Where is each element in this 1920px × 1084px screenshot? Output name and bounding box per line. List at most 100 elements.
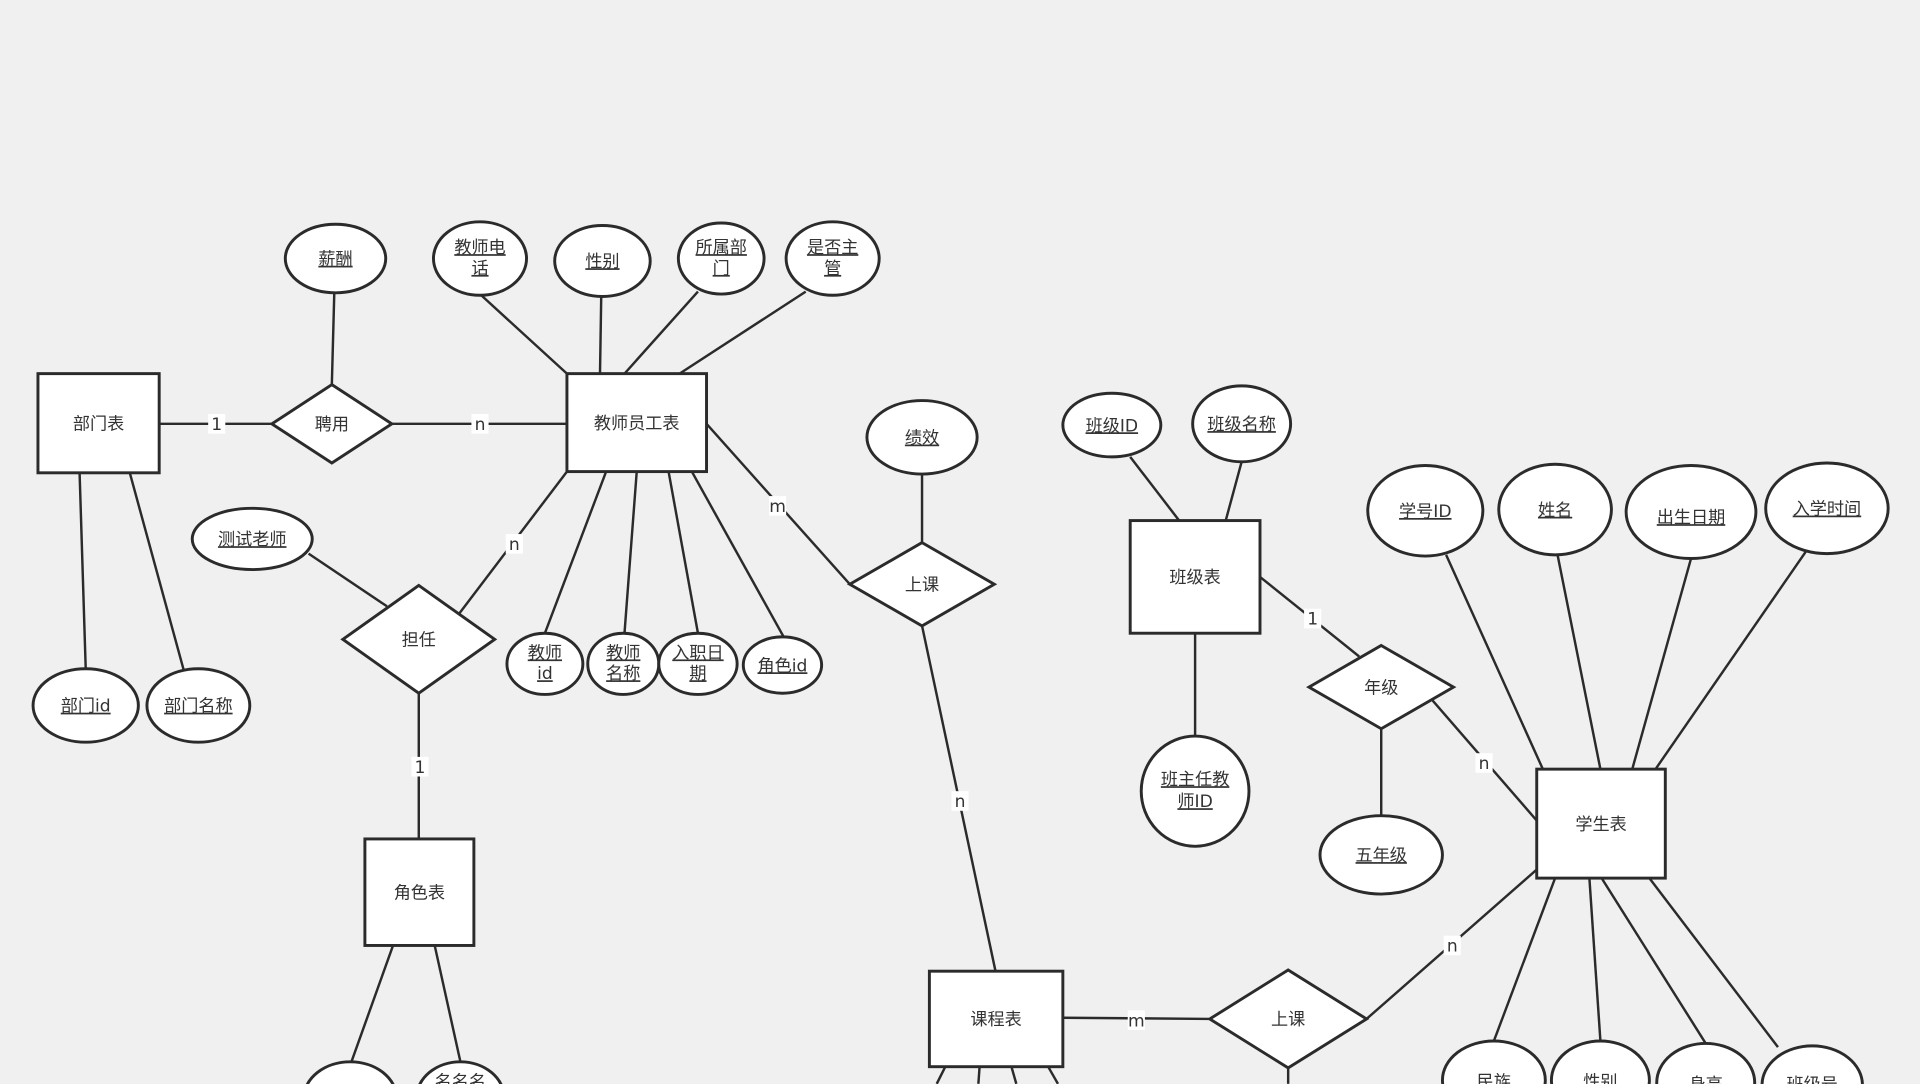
attr-ellipse bbox=[553, 223, 652, 298]
connector-line bbox=[623, 290, 699, 375]
attr-label: 测试老师 bbox=[218, 530, 287, 550]
connector-line bbox=[977, 1066, 981, 1084]
relation-serve[interactable]: 担任 bbox=[340, 583, 498, 696]
attr-class-id[interactable]: 班级ID bbox=[1061, 391, 1163, 459]
cardinality-bg bbox=[471, 414, 489, 434]
connector-line bbox=[1224, 461, 1243, 521]
entity-label: 班级表 bbox=[1169, 568, 1220, 588]
attr-t-gender[interactable]: 性别 bbox=[553, 223, 652, 298]
connector-line bbox=[128, 472, 185, 671]
cardinality-bg bbox=[1304, 608, 1322, 629]
attr-s-enroll[interactable]: 入学时间 bbox=[1764, 461, 1890, 556]
relation-grade[interactable]: 年级 bbox=[1306, 643, 1457, 731]
attr-dept-name[interactable]: 部门名称 bbox=[145, 667, 252, 744]
attr-test-teacher[interactable]: 测试老师 bbox=[190, 506, 314, 572]
attr-grade5[interactable]: 五年级 bbox=[1318, 814, 1444, 896]
entity-dept[interactable]: 部门表 bbox=[36, 372, 161, 475]
entity-box bbox=[36, 372, 161, 475]
entity-box bbox=[363, 837, 476, 947]
connector-line bbox=[433, 945, 462, 1063]
relation-diamond bbox=[340, 583, 498, 696]
attr-s-gender[interactable]: 性别 bbox=[1549, 1039, 1651, 1084]
attr-ellipse bbox=[283, 222, 388, 295]
attr-s-nation[interactable]: 民族 bbox=[1440, 1039, 1547, 1084]
attr-ellipse bbox=[1061, 391, 1163, 459]
attr-ellipse bbox=[1440, 1039, 1547, 1084]
attr-dept-id[interactable]: 部门id bbox=[31, 667, 140, 744]
relation-label: 担任 bbox=[402, 631, 436, 651]
attr-ellipse bbox=[505, 631, 585, 696]
entity-role[interactable]: 角色表 bbox=[363, 837, 476, 947]
entity-label: 课程表 bbox=[970, 1010, 1021, 1030]
entity-teacher[interactable]: 教师员工表 bbox=[565, 372, 709, 474]
attr-label: 名称 bbox=[606, 664, 640, 684]
card-serve-teacher: n bbox=[509, 535, 520, 555]
connector-line bbox=[598, 296, 603, 374]
connector-line bbox=[350, 945, 395, 1063]
attr-ellipse bbox=[418, 1060, 503, 1084]
attr-label: 部门名称 bbox=[164, 697, 233, 717]
attr-label: 班级ID bbox=[1086, 416, 1139, 436]
relation-diamond bbox=[1207, 968, 1370, 1070]
attr-role-attr2[interactable]: 名名名 bbox=[416, 1060, 504, 1084]
attr-label: 身高 bbox=[1689, 1075, 1723, 1084]
entity-student[interactable]: 学生表 bbox=[1535, 767, 1667, 880]
connector-line bbox=[1010, 1066, 1018, 1084]
connector-line bbox=[1588, 878, 1602, 1042]
connector-line bbox=[1129, 456, 1181, 522]
attr-label: 部门id bbox=[61, 697, 111, 717]
attr-s-height[interactable]: 身高 bbox=[1655, 1041, 1757, 1084]
attr-label: 学号ID bbox=[1399, 502, 1452, 522]
attr-class-name[interactable]: 班级名称 bbox=[1191, 384, 1293, 464]
attr-ellipse bbox=[1624, 464, 1758, 560]
attr-s-id[interactable]: 学号ID bbox=[1366, 464, 1485, 558]
relation-teach1[interactable]: 上课 bbox=[846, 540, 998, 628]
attr-label: 教师 bbox=[528, 643, 562, 663]
attr-salary[interactable]: 薪酬 bbox=[283, 222, 388, 295]
entity-course[interactable]: 课程表 bbox=[927, 969, 1065, 1069]
cardinality-bg bbox=[411, 756, 429, 777]
attr-s-birth[interactable]: 出生日期 bbox=[1624, 464, 1758, 560]
attr-s-name[interactable]: 姓名 bbox=[1497, 462, 1613, 557]
attr-ellipse bbox=[1366, 464, 1485, 558]
attr-role-attr1[interactable] bbox=[304, 1060, 397, 1084]
entity-box bbox=[927, 969, 1065, 1069]
card-grade-student: n bbox=[1479, 754, 1490, 774]
attr-label: 绩效 bbox=[905, 429, 939, 449]
attr-label: 性别 bbox=[1583, 1073, 1617, 1084]
attr-s-class[interactable]: 班级号 bbox=[1760, 1044, 1864, 1084]
attr-label: 五年级 bbox=[1356, 846, 1407, 866]
attr-label: 入职日 bbox=[672, 643, 723, 663]
connector-line bbox=[1445, 554, 1544, 770]
attr-role-id[interactable]: 角色id bbox=[741, 635, 824, 695]
attr-label: 师ID bbox=[1177, 792, 1212, 812]
card-hire-dept: 1 bbox=[211, 415, 222, 435]
entity-box bbox=[1535, 767, 1667, 880]
entity-box bbox=[1128, 519, 1262, 635]
connector-line bbox=[480, 294, 568, 375]
card-hire-teacher: n bbox=[475, 415, 486, 435]
card-grade-class: 1 bbox=[1307, 610, 1318, 630]
relation-label: 年级 bbox=[1364, 678, 1398, 698]
attr-perf[interactable]: 绩效 bbox=[865, 399, 979, 476]
connector-line bbox=[1648, 877, 1779, 1048]
relation-label: 上课 bbox=[905, 575, 939, 595]
relation-hire[interactable]: 聘用 bbox=[269, 382, 395, 465]
connector-line bbox=[935, 1066, 947, 1084]
connector-line bbox=[1600, 877, 1707, 1045]
attr-ellipse bbox=[1655, 1041, 1757, 1084]
entity-class[interactable]: 班级表 bbox=[1128, 519, 1262, 635]
relation-teach2[interactable]: 上课 bbox=[1207, 968, 1370, 1070]
cardinality-bg bbox=[1443, 935, 1461, 956]
attr-label: 期 bbox=[689, 664, 706, 684]
